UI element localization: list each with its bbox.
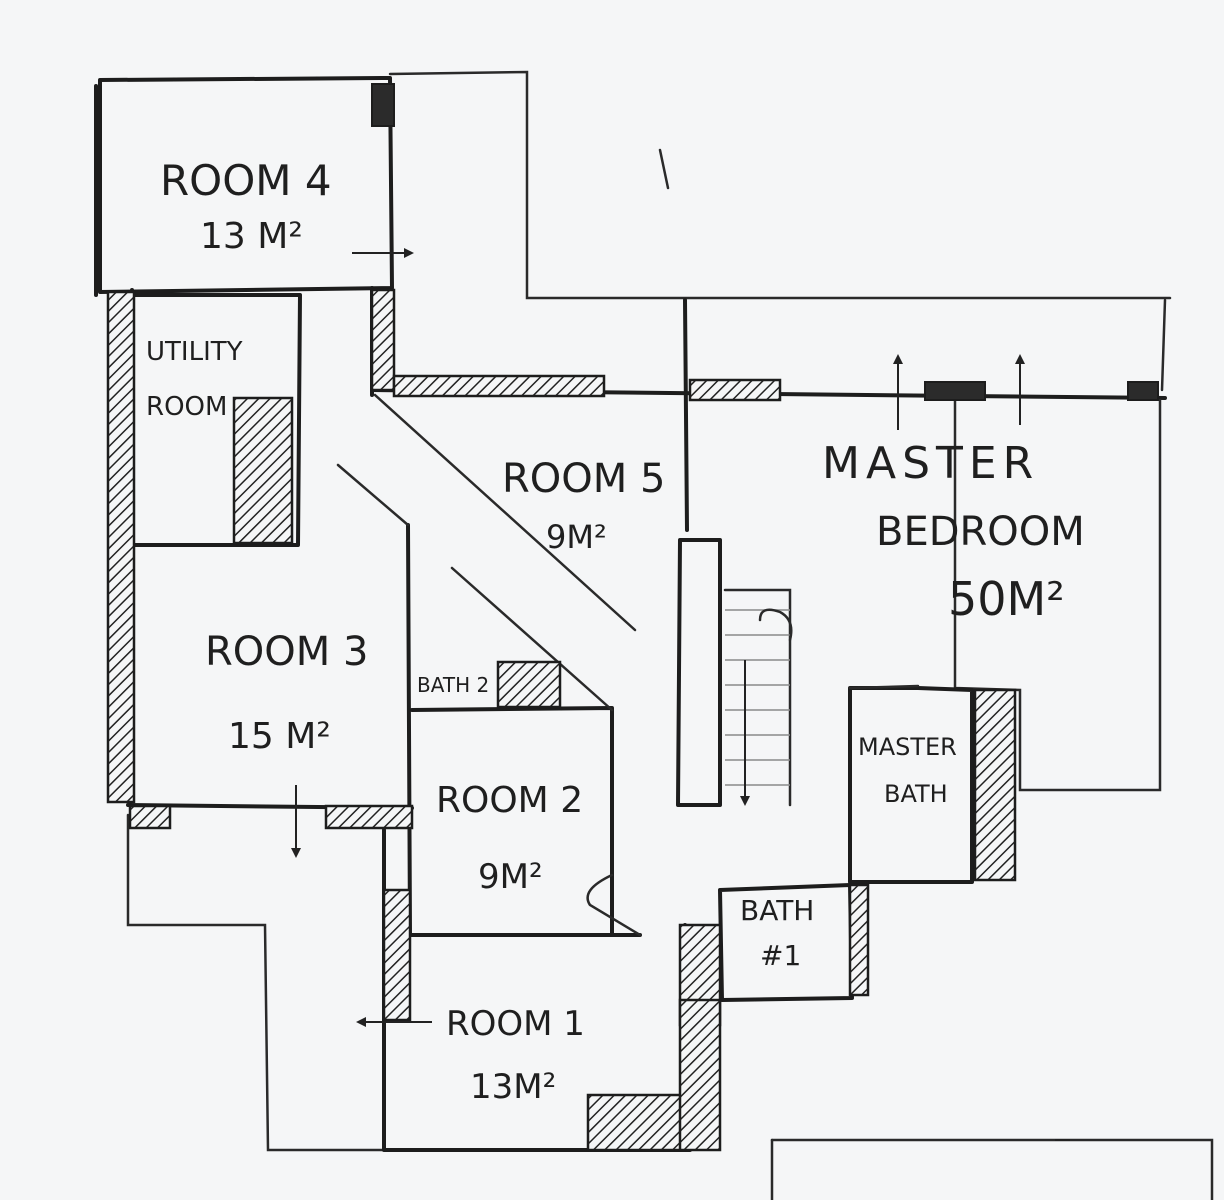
master-bedroom-line1: MASTER [822, 438, 1039, 489]
room5-name: ROOM 5 [502, 456, 665, 502]
room4-walls [98, 76, 394, 294]
room2-area: 9M² [478, 857, 543, 897]
room5-area: 9M² [546, 518, 607, 556]
utility-line1: UTILITY [146, 337, 243, 367]
master-bedroom-area: 50M² [948, 572, 1065, 626]
door-swings [586, 608, 920, 937]
bath1-walls [718, 883, 854, 1002]
room5-right-wall [683, 298, 689, 532]
terrace-outline [388, 70, 1172, 300]
bath1-line2: #1 [760, 939, 801, 972]
room3-name: ROOM 3 [205, 629, 368, 675]
master-bath-line1: MASTER [858, 733, 957, 761]
master-bedroom-closet [953, 398, 1162, 792]
master-bath-walls [848, 686, 974, 884]
stair-treads [725, 609, 790, 786]
master-bedroom-line2: BEDROOM [876, 509, 1085, 555]
room2-left-wall [406, 523, 412, 937]
room3-area: 15 M² [228, 716, 331, 757]
utility-walls [133, 293, 302, 547]
door-arrows [291, 148, 1070, 1141]
diagonal-corridor-wall [373, 393, 637, 632]
bottom-right-outline [770, 1138, 1214, 1200]
room2-name: ROOM 2 [436, 780, 583, 821]
room1-name: ROOM 1 [446, 1004, 585, 1044]
stair-wall [676, 538, 722, 807]
hatched-walls [106, 83, 1159, 1152]
room-labels: ROOM 4 13 M² UTILITY ROOM ROOM 3 15 M² R… [146, 156, 1085, 1107]
bath1-line1: BATH [740, 894, 814, 927]
utility-line2: ROOM [146, 392, 227, 422]
room4-area: 13 M² [200, 216, 303, 257]
bath2-name: BATH 2 [417, 673, 489, 697]
room2-walls [410, 706, 614, 937]
room1-area: 13M² [470, 1067, 556, 1107]
room4-name: ROOM 4 [160, 156, 332, 205]
lower-left-outline [126, 813, 386, 1152]
master-bath-line2: BATH [884, 780, 948, 808]
